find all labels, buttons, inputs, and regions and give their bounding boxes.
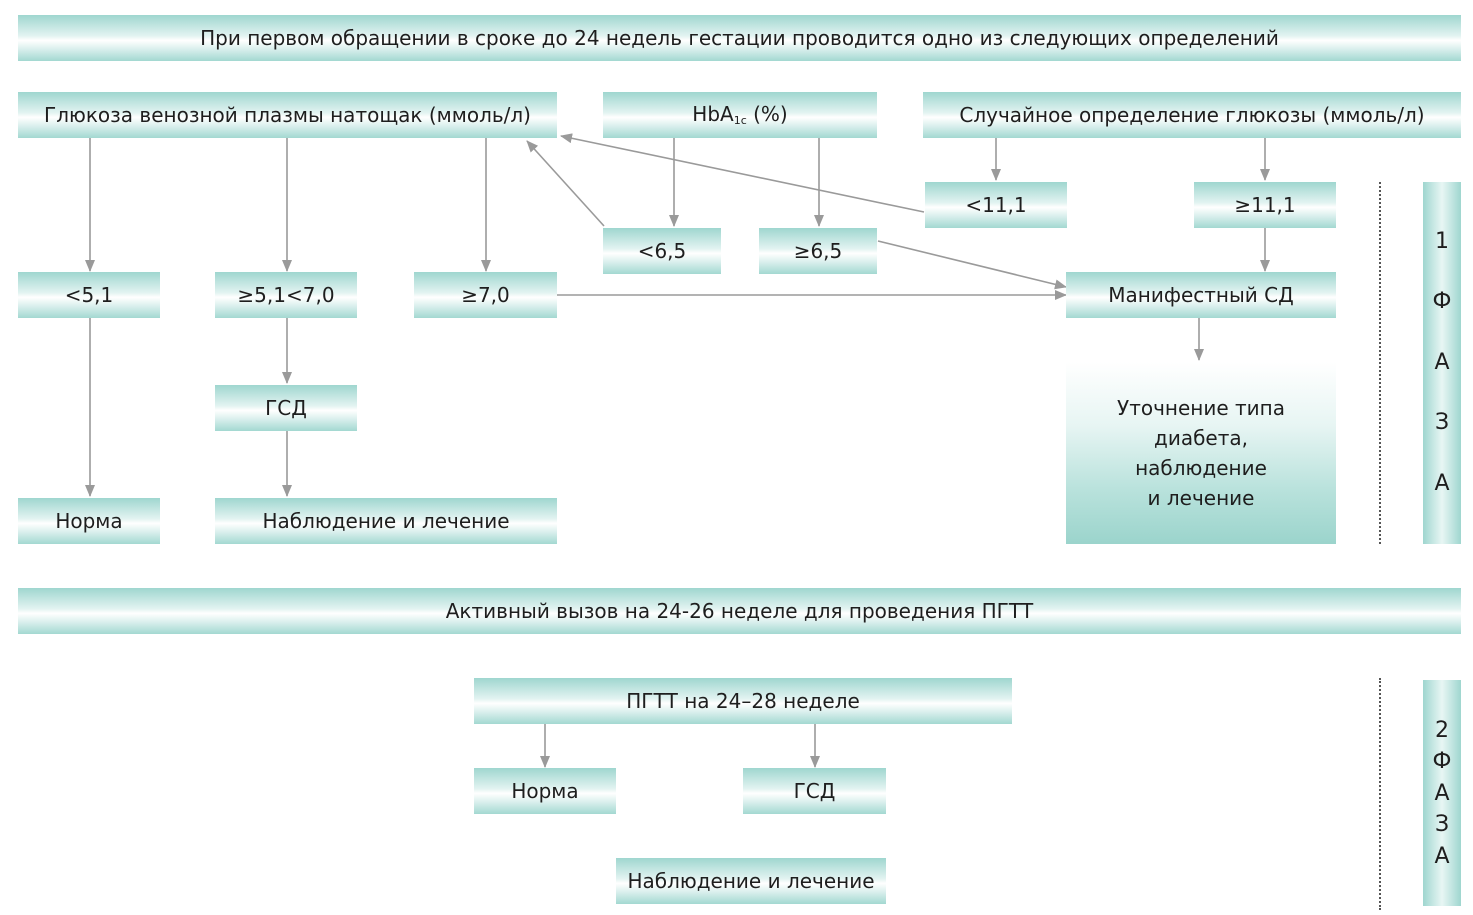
hba1c-ge65-box: ≥6,5 bbox=[759, 228, 877, 274]
random-lt111-box: <11,1 bbox=[925, 182, 1067, 228]
arrow-lt111-to-fasting bbox=[560, 133, 925, 213]
pgtt-box: ПГТТ на 24–28 неделе bbox=[474, 678, 1012, 724]
hba1c-lt65-box: <6,5 bbox=[603, 228, 721, 274]
phase2-label: 2 Ф А З А bbox=[1423, 680, 1461, 906]
pgtt-norm-box: Норма bbox=[474, 768, 616, 814]
hba1c-label: HbA1c (%) bbox=[692, 102, 788, 128]
fasting-ge70-box: ≥7,0 bbox=[414, 272, 557, 318]
fasting-lt51-box: <5,1 bbox=[18, 272, 160, 318]
phase1-label: 1 Ф А З А bbox=[1423, 182, 1461, 544]
hba1c-box: HbA1c (%) bbox=[603, 92, 877, 138]
norm-box: Норма bbox=[18, 498, 160, 544]
observe-treat-box: Наблюдение и лечение bbox=[215, 498, 557, 544]
pgtt-observe-treat-box: Наблюдение и лечение bbox=[616, 858, 886, 904]
fasting-glucose-box: Глюкоза венозной плазмы натощак (ммоль/л… bbox=[18, 92, 557, 138]
gsd-box: ГСД bbox=[215, 385, 357, 431]
arrow-ge65-to-manifest bbox=[877, 240, 1067, 290]
random-ge111-box: ≥11,1 bbox=[1194, 182, 1336, 228]
manifest-diabetes-box: Манифестный СД bbox=[1066, 272, 1336, 318]
fasting-mid-box: ≥5,1<7,0 bbox=[215, 272, 357, 318]
random-glucose-box: Случайное определение глюкозы (ммоль/л) bbox=[923, 92, 1461, 138]
arrow-lt65-to-fasting bbox=[526, 140, 605, 227]
header-active-call: Активный вызов на 24-26 неделе для прове… bbox=[18, 588, 1461, 634]
phase2-divider bbox=[1379, 678, 1381, 910]
header-first-visit: При первом обращении в сроке до 24 недел… bbox=[18, 15, 1461, 61]
phase1-divider bbox=[1379, 182, 1381, 544]
pgtt-gsd-box: ГСД bbox=[743, 768, 886, 814]
clarify-diabetes-type-box: Уточнение типа диабета, наблюдение и леч… bbox=[1066, 362, 1336, 544]
